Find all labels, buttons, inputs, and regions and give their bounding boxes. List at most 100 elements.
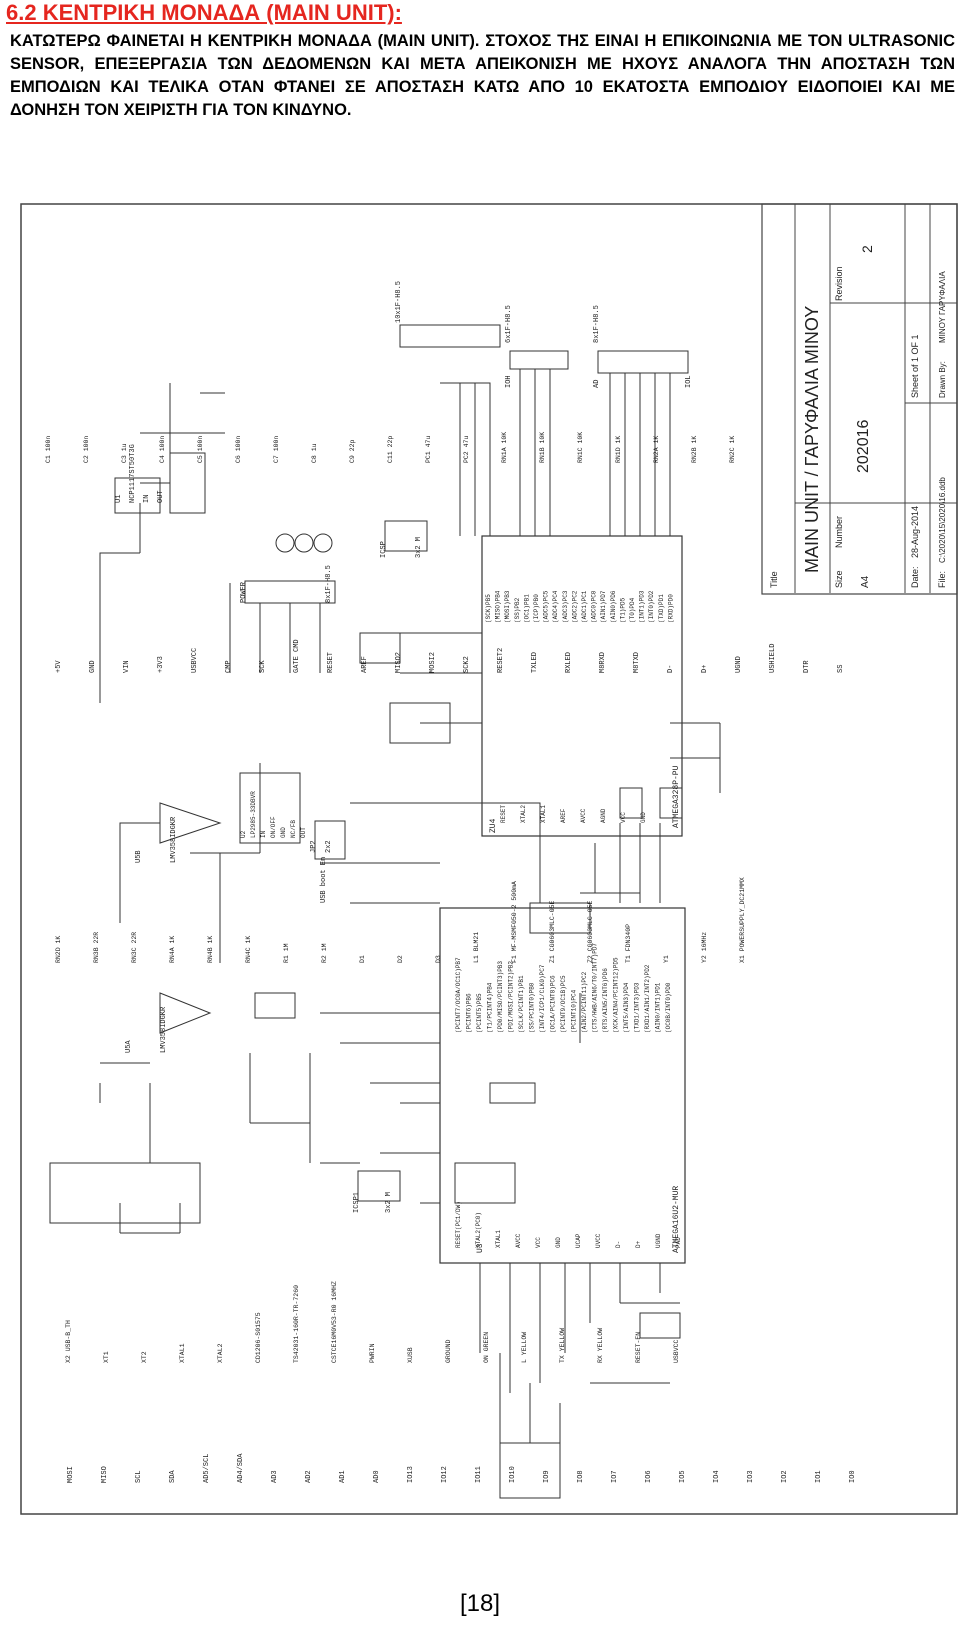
u5b-label: LMV358IDGKR xyxy=(170,816,178,863)
part-label: C2 100n xyxy=(83,436,90,463)
net-label: IO12 xyxy=(441,1466,449,1483)
part-label: GROUND xyxy=(445,1339,452,1363)
zu4-name: ZU4 xyxy=(489,818,498,833)
net-label: AD1 xyxy=(339,1470,347,1483)
net-label: USHIELD xyxy=(769,644,777,673)
header-label: JP2 xyxy=(310,840,318,853)
u3-pin-label: PAD xyxy=(675,1237,682,1248)
net-label: IO4 xyxy=(713,1470,721,1483)
part-label: RN1B 10K xyxy=(539,432,546,463)
part-label: Y2 16MHz xyxy=(701,932,708,963)
header-label: POWER xyxy=(240,581,248,603)
part-label: C6 100n xyxy=(235,436,242,463)
net-label: IO0 xyxy=(849,1470,857,1483)
wiring xyxy=(99,369,721,1453)
part-label: R2 1M xyxy=(321,943,328,963)
net-label: VIN xyxy=(123,660,131,673)
title-label: Title xyxy=(769,571,779,588)
u3-pin-label: (PCINT9/OC1B)PC5 xyxy=(560,975,567,1033)
page-number: [18] xyxy=(459,1590,501,1617)
header-label: 8x1F-H8.5 xyxy=(593,305,601,343)
u5a-label: LMV358IDGKR xyxy=(160,1006,168,1053)
sheet-value: Sheet of 1 OF 1 xyxy=(910,334,920,398)
zu4-pin-label: (INT0)PD2 xyxy=(648,590,655,623)
net-label: AD2 xyxy=(305,1470,313,1483)
part-label: Z1 CG0603MLC-05E xyxy=(549,900,556,963)
u3-pin-label: (PCINT7/OC0A/OC1C)PB7 xyxy=(455,957,462,1033)
net-label: M8TXD xyxy=(633,652,641,673)
zu4-pin-label: (MISO)PB4 xyxy=(495,590,502,623)
zu4-pin-label: AREF xyxy=(560,808,567,823)
u3-pin-label: (PCINT10)PC4 xyxy=(571,989,578,1033)
part-label: XTAL2 xyxy=(217,1343,224,1363)
revision-value: 2 xyxy=(859,245,875,253)
chip-zu4: (SCK)PB5(MISO)PB4(MOSI)PB3(SS)PB2(OC1)PB… xyxy=(481,535,683,837)
u5a-label: U5A xyxy=(125,1040,133,1053)
part-label: RN2A 1K xyxy=(653,436,660,463)
components xyxy=(49,452,683,1499)
header-label: ICSP xyxy=(380,541,388,558)
drawn-by-value: ΜΙΝΟΥ ΓΑΡΥΦΑΛΙΑ xyxy=(938,271,947,343)
net-label: RESET2 xyxy=(497,648,505,673)
size-value: A4 xyxy=(860,575,871,588)
u3-pin-label: (SS/PCINT0)PB0 xyxy=(529,982,536,1033)
zu4-pin-label: XTAL1 xyxy=(540,805,547,823)
net-label: AD0 xyxy=(373,1470,381,1483)
part-label: C7 100n xyxy=(273,436,280,463)
net-label: MOSI2 xyxy=(429,652,437,673)
u3-pin-label: (INT4/ICP1/CLK0)PC7 xyxy=(539,964,546,1033)
net-label: GATE CMD xyxy=(293,639,301,673)
part-label: RN4B 1K xyxy=(207,936,214,963)
zu4-pin-label: (ADC4)PC4 xyxy=(552,590,559,623)
net-label: IO10 xyxy=(509,1466,517,1483)
zu4-pin-label: (AIN0)PD6 xyxy=(610,590,617,623)
u3-pin-label: VCC xyxy=(535,1237,542,1248)
part-label: RN1D 1K xyxy=(615,436,622,463)
net-label: +5V xyxy=(55,660,63,673)
u2-label: U2 xyxy=(240,830,247,838)
header-label: USB boot En xyxy=(320,857,328,903)
zu4-pin-label: AVCC xyxy=(580,808,587,823)
net-label: +3V3 xyxy=(157,656,165,673)
net-label: IO6 xyxy=(645,1470,653,1483)
part-label: USBVCC xyxy=(673,1339,680,1363)
header-label: 2x2 xyxy=(325,840,333,853)
zu4-pin-label: (ADC2)PC2 xyxy=(571,590,578,623)
zu4-pin-label: (MOSI)PB3 xyxy=(504,590,511,623)
part-label: CD1206-S01575 xyxy=(255,1312,262,1363)
part-label: C8 1u xyxy=(311,443,318,463)
u3-pin-label: (PD0/MISO/PCINT3)PB3 xyxy=(497,961,504,1033)
u3-pin-label: (SCLK/PCINT1)PB1 xyxy=(518,975,525,1033)
header-label: 3x2 M xyxy=(385,1192,393,1213)
zu4-pin-label: (OC1)PB1 xyxy=(523,594,530,623)
net-label: AD3 xyxy=(271,1470,279,1483)
u3-pin-label: AVCC xyxy=(515,1233,522,1248)
header-label: ICSP1 xyxy=(353,1192,361,1213)
part-label: C5 100n xyxy=(197,436,204,463)
part-label: D3 xyxy=(435,955,442,963)
part-label: PWRIN xyxy=(369,1343,376,1363)
net-label: MISO xyxy=(101,1466,109,1483)
part-label: F1 MF-MSMF050-2 500mA xyxy=(511,881,518,963)
net-label: TXLED xyxy=(531,652,539,673)
header-label: AD xyxy=(593,380,601,388)
drawn-label: Drawn By: xyxy=(938,361,947,398)
net-label: SDA xyxy=(169,1470,177,1483)
date-value: 28-Aug-2014 xyxy=(910,506,920,558)
u3-pin-label: RESET(PC1/DW) xyxy=(455,1201,462,1248)
section-heading: 6.2 ΚΕΝΤΡΙΚΗ ΜΟΝΑΔΑ (MAIN UNIT): xyxy=(6,0,402,25)
u3-pin-label: D- xyxy=(615,1241,622,1248)
zu4-pin-label: VCC xyxy=(620,812,627,823)
u3-pin-label: D+ xyxy=(635,1240,642,1248)
net-label: SCK xyxy=(259,660,267,673)
part-label: D1 xyxy=(359,955,366,963)
zu4-pin-label: (T1)PD5 xyxy=(619,597,626,623)
zu4-part: ATMEGA328P-PU xyxy=(672,765,681,828)
u3-pin-label: UVCC xyxy=(595,1233,602,1248)
part-label: PC1 47u xyxy=(425,436,432,463)
u3-pin-label: (PCINT6)PB6 xyxy=(466,993,473,1033)
part-label: L YELLOW xyxy=(521,1332,528,1363)
